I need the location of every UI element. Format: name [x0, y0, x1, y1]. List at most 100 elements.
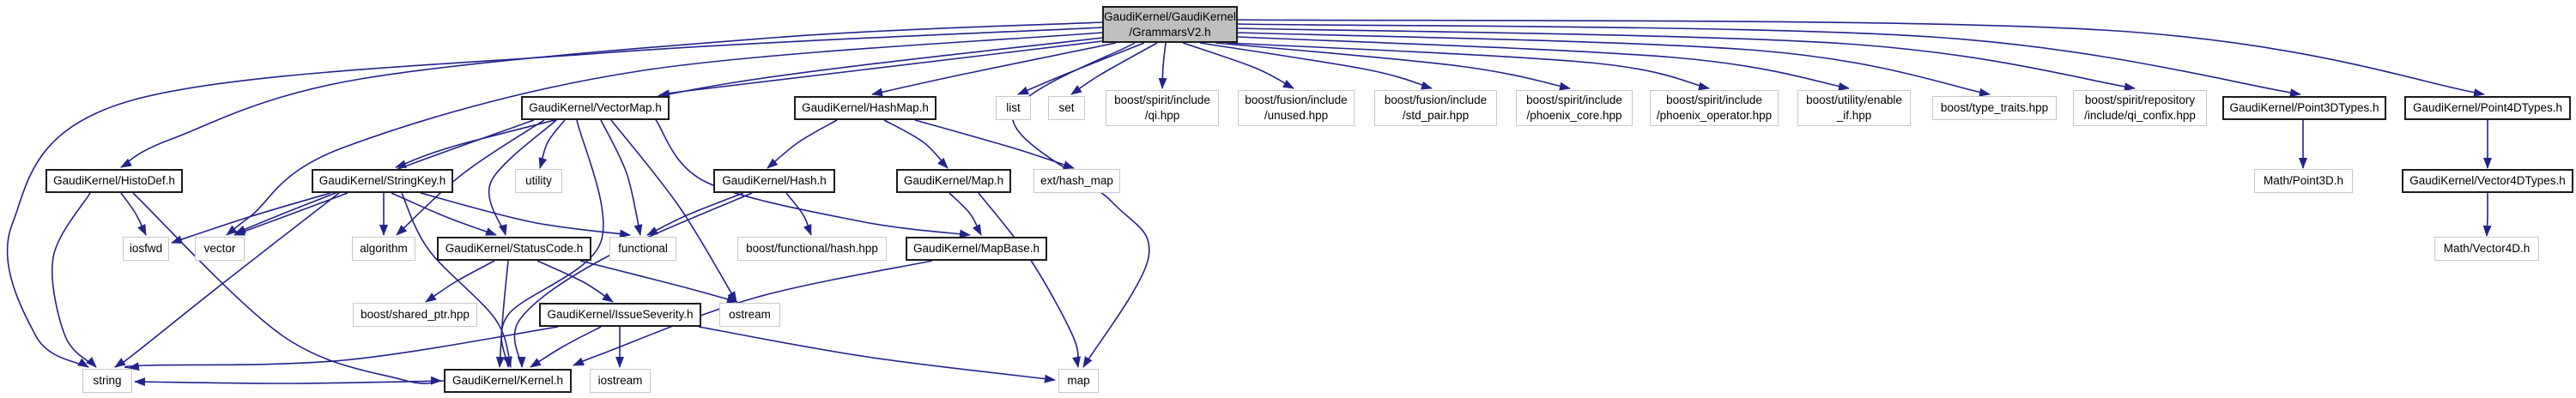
edge-vectormap-to-statuscode: [488, 119, 557, 236]
node-label: GaudiKernel/Vector4DTypes.h: [2409, 174, 2566, 187]
edge-stringkey-to-functional: [420, 192, 631, 238]
edge-statuscode-to-kernel: [495, 260, 509, 368]
node-label: iosfwd: [129, 242, 163, 255]
edge-hashmap-to-exthashmap: [914, 119, 1075, 169]
node-label: GaudiKernel/MapBase.h: [912, 242, 1040, 255]
edge-root-to-list: [1017, 42, 1145, 95]
edge-histodef-to-iosfwd: [120, 192, 147, 236]
node-vector4dtypes[interactable]: GaudiKernel/Vector4DTypes.h: [2402, 169, 2573, 193]
node-phoenixcore: boost/spirit/include /phoenix_core.hpp: [1516, 90, 1633, 126]
edge-root-to-histodef: [120, 21, 1103, 168]
node-label: GaudiKernel/Hash.h: [722, 174, 827, 187]
edge-vectormap-to-utility: [538, 119, 566, 169]
edge-hash-to-functional: [646, 192, 744, 236]
edge-root-to-vectormap: [658, 40, 1103, 99]
node-ostream: ostream: [719, 303, 780, 327]
node-label: boost/spirit/repository /include/qi_conf…: [2084, 93, 2196, 122]
node-set: set: [1048, 96, 1085, 120]
node-unused: boost/fusion/include /unused.hpp: [1238, 90, 1355, 126]
edge-root-to-enableif: [1237, 36, 1850, 91]
node-issueseverity[interactable]: GaudiKernel/IssueSeverity.h: [539, 303, 701, 327]
node-sharedptr: boost/shared_ptr.hpp: [353, 303, 477, 327]
node-boosthash: boost/functional/hash.hpp: [737, 237, 887, 261]
edge-statuscode-to-sharedptr: [425, 260, 495, 303]
node-label: GaudiKernel/VectorMap.h: [529, 101, 662, 114]
node-mathvector4d: Math/Vector4D.h: [2434, 237, 2539, 261]
node-gmap[interactable]: GaudiKernel/Map.h: [896, 169, 1011, 193]
edge-root-to-phoenixop: [1227, 42, 1710, 91]
node-kernel[interactable]: GaudiKernel/Kernel.h: [444, 369, 572, 393]
edge-hashmap-to-gmap: [883, 119, 949, 169]
edge-root-to-set: [1070, 42, 1158, 95]
node-statuscode[interactable]: GaudiKernel/StatusCode.h: [437, 237, 591, 261]
node-label: boost/utility/enable _if.hpp: [1806, 93, 1902, 122]
edge-mapbase-to-kernel: [573, 260, 933, 366]
node-label: GaudiKernel/Kernel.h: [452, 374, 564, 387]
edge-root-to-string: [6, 27, 1103, 368]
edge-issueseverity-to-kernel: [530, 326, 602, 368]
node-label: algorithm: [360, 242, 408, 255]
node-label: ostream: [729, 308, 771, 321]
edge-histodef-to-kernel: [132, 192, 442, 385]
node-mathpoint3d: Math/Point3D.h: [2254, 169, 2353, 193]
edge-root-to-stdpair: [1199, 42, 1433, 90]
edge-root-to-hashmap: [871, 42, 1117, 97]
edge-root-to-qi: [1158, 42, 1167, 89]
node-label: set: [1058, 101, 1075, 114]
node-functional: functional: [609, 237, 676, 261]
node-label: GaudiKernel/Point3DTypes.h: [2229, 101, 2379, 114]
node-enableif: boost/utility/enable _if.hpp: [1797, 90, 1911, 126]
node-label: Math/Point3D.h: [2263, 174, 2344, 187]
node-hashmap[interactable]: GaudiKernel/HashMap.h: [794, 96, 936, 120]
node-label: boost/fusion/include /unused.hpp: [1245, 93, 1348, 122]
edge-kernel-to-string: [134, 377, 445, 387]
node-label: map: [1067, 374, 1090, 387]
node-label: GaudiKernel/HistoDef.h: [53, 174, 175, 187]
node-mapbase[interactable]: GaudiKernel/MapBase.h: [906, 237, 1047, 261]
node-label: boost/fusion/include /std_pair.hpp: [1384, 93, 1488, 122]
node-label: GaudiKernel/HashMap.h: [802, 101, 929, 114]
node-label: boost/functional/hash.hpp: [746, 242, 878, 255]
node-hash[interactable]: GaudiKernel/Hash.h: [713, 169, 835, 193]
node-label: boost/type_traits.hpp: [1940, 101, 2049, 114]
node-point4d[interactable]: GaudiKernel/Point4DTypes.h: [2404, 96, 2571, 120]
node-point3d[interactable]: GaudiKernel/Point3DTypes.h: [2222, 96, 2386, 120]
edge-gmap-to-map: [978, 192, 1081, 368]
node-label: boost/shared_ptr.hpp: [361, 308, 470, 321]
edge-vector4dtypes-to-mathvector4d: [2482, 192, 2492, 237]
node-label: list: [1006, 101, 1021, 114]
node-label: vector: [203, 242, 236, 255]
node-label: boost/spirit/include /phoenix_operator.h…: [1656, 93, 1773, 122]
node-vector: vector: [195, 237, 245, 261]
node-map: map: [1058, 369, 1099, 393]
node-qiconfix: boost/spirit/repository /include/qi_conf…: [2073, 90, 2207, 126]
node-label: iostream: [597, 374, 643, 387]
node-label: utility: [525, 174, 552, 187]
edge-statuscode-to-ostream: [579, 260, 738, 304]
node-string: string: [82, 369, 132, 393]
edge-root-to-point3d: [1237, 23, 2301, 98]
node-label: functional: [618, 242, 668, 255]
node-list: list: [996, 96, 1031, 120]
node-label: ext/hash_map: [1040, 174, 1113, 187]
node-stdpair: boost/fusion/include /std_pair.hpp: [1374, 90, 1497, 126]
node-vectormap[interactable]: GaudiKernel/VectorMap.h: [521, 96, 670, 120]
edge-vectormap-to-ostream: [610, 119, 737, 303]
edge-stringkey-to-iosfwd: [171, 192, 331, 244]
node-label: string: [93, 374, 122, 387]
edge-hashmap-to-hash: [767, 119, 838, 169]
node-label: GaudiKernel/Point4DTypes.h: [2412, 101, 2563, 114]
node-label: boost/spirit/include /phoenix_core.hpp: [1526, 93, 1622, 122]
edge-root-to-point4d: [1237, 19, 2485, 97]
node-stringkey[interactable]: GaudiKernel/StringKey.h: [312, 169, 453, 193]
node-iosfwd: iosfwd: [123, 237, 169, 261]
node-qi: boost/spirit/include /qi.hpp: [1106, 90, 1219, 126]
node-label: GaudiKernel/StatusCode.h: [445, 242, 584, 255]
node-label: GaudiKernel/Map.h: [903, 174, 1004, 187]
node-histodef[interactable]: GaudiKernel/HistoDef.h: [45, 169, 183, 193]
node-iostream: iostream: [590, 369, 651, 393]
edge-root-to-qiconfix: [1237, 27, 2136, 92]
edge-histodef-to-string: [52, 192, 97, 368]
